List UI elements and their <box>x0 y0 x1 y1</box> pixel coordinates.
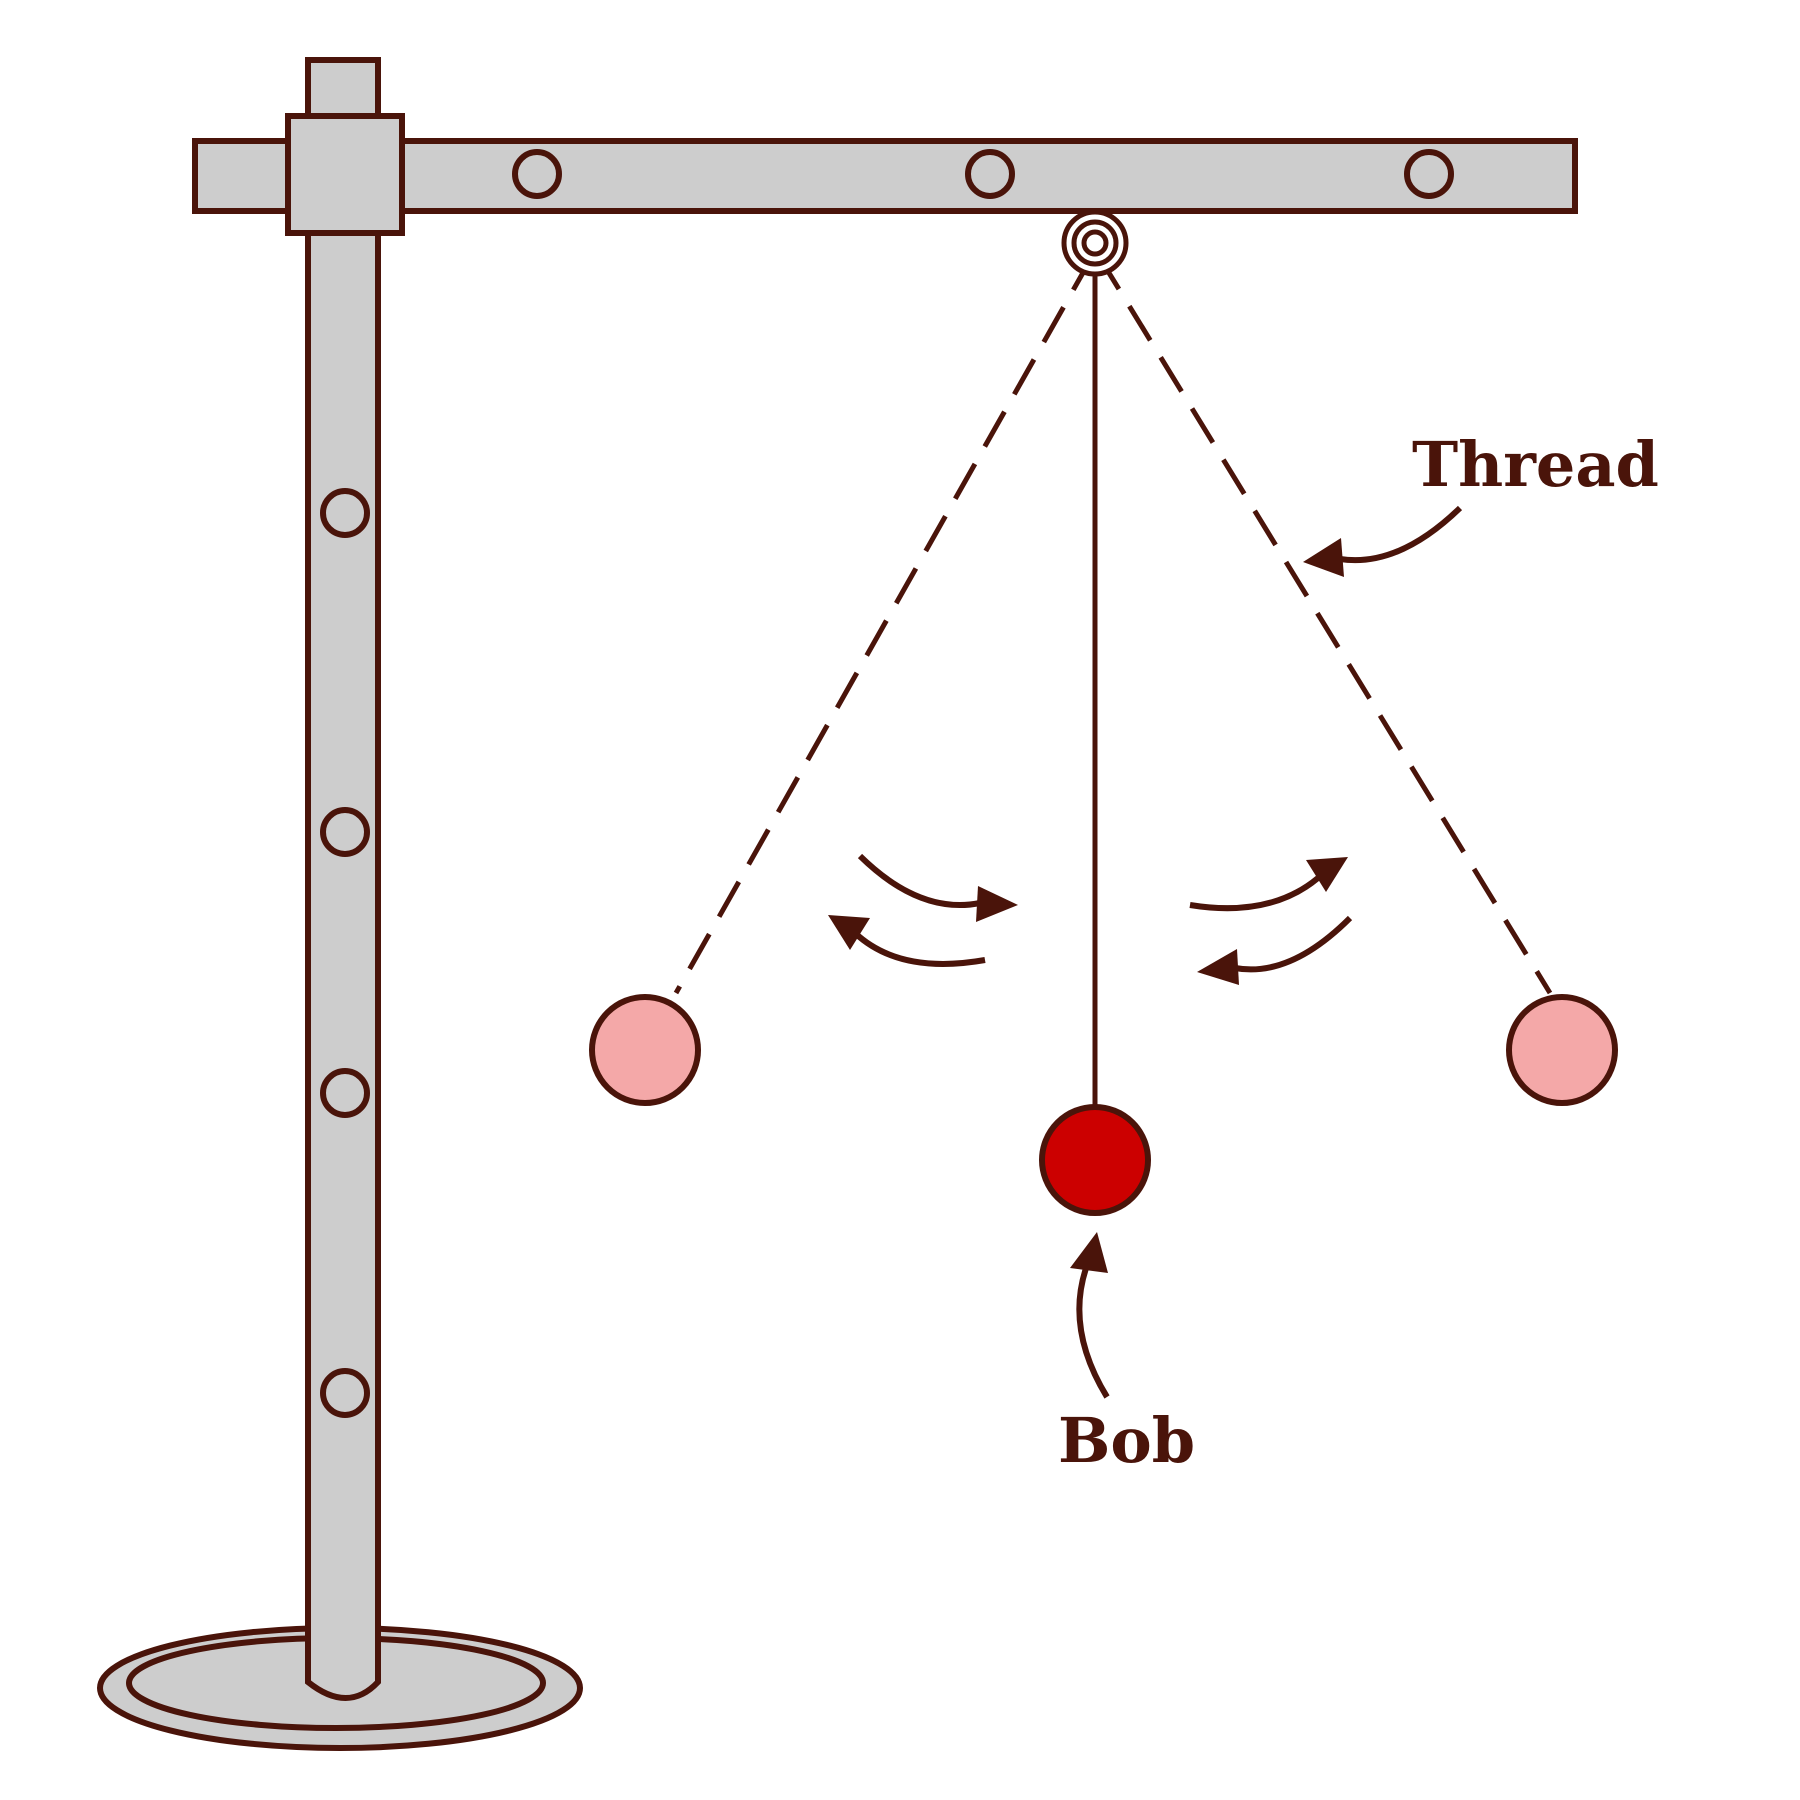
thread-pointer-line <box>1339 505 1463 564</box>
stand-pole <box>305 57 381 1701</box>
bob-pointer <box>1070 1232 1110 1399</box>
pole-body <box>305 217 381 1701</box>
swing-arrows <box>852 853 1353 973</box>
pole-holes <box>320 488 370 1418</box>
arrowhead-icon <box>828 915 870 950</box>
pole-hole <box>320 1368 370 1418</box>
bob-pointer-arrowhead <box>1070 1232 1108 1273</box>
left-arrow-away-from-center <box>852 930 986 967</box>
bob-label: Bob <box>1058 1404 1195 1477</box>
pole-hole <box>320 1068 370 1118</box>
pole-hole <box>320 488 370 538</box>
pole-hole <box>320 807 370 857</box>
left-extreme-thread <box>673 253 1096 995</box>
pivot-hook <box>1061 209 1129 277</box>
right-extreme-thread <box>1095 253 1553 995</box>
bob <box>1039 1104 1151 1216</box>
pivot-inner-ring <box>1081 229 1109 257</box>
bobs <box>589 994 1618 1216</box>
arrowhead-icon <box>1197 949 1239 985</box>
stand-arm <box>192 113 1578 236</box>
thread-pointer-arrowhead <box>1303 538 1344 577</box>
arm-hole <box>512 149 562 199</box>
right-extreme-bob <box>1506 994 1618 1106</box>
pole-top-cap <box>305 57 381 123</box>
arm-hole <box>965 149 1015 199</box>
left-arrow-toward-center <box>857 853 981 909</box>
arrowhead-icon <box>976 886 1018 922</box>
arm-hole <box>1404 149 1454 199</box>
right-arrow-toward-center <box>1234 915 1353 973</box>
arm-body <box>192 138 1578 214</box>
swing-arrowheads <box>828 857 1348 985</box>
clamp-block <box>285 113 405 236</box>
left-extreme-bob <box>589 994 701 1106</box>
arm-holes <box>512 149 1454 199</box>
bob-pointer-line <box>1076 1258 1110 1399</box>
thread-label: Thread <box>1412 428 1659 501</box>
right-arrow-away-from-center <box>1189 875 1320 912</box>
dashed-threads <box>673 253 1553 995</box>
thread-pointer <box>1303 505 1463 577</box>
arrowhead-icon <box>1306 857 1348 892</box>
